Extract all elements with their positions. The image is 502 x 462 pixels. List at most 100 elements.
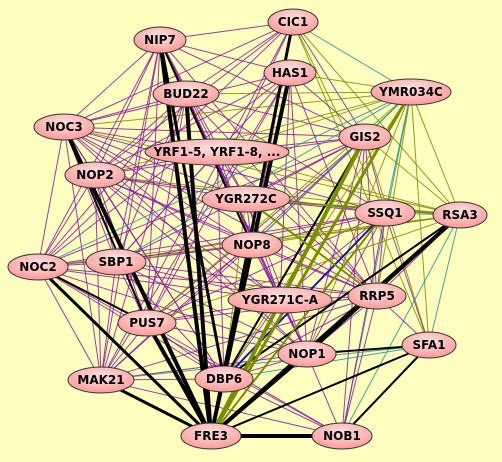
- node-nop8[interactable]: NOP8: [221, 231, 283, 259]
- node-ygr271ca[interactable]: YGR271C-A: [227, 286, 333, 314]
- node-ellipse[interactable]: [338, 123, 392, 151]
- edge-ymr034c-sfa1: [410, 91, 430, 346]
- edge-rsa3-pus7: [146, 214, 461, 324]
- node-ellipse[interactable]: [267, 8, 319, 36]
- node-label: SSQ1: [367, 206, 402, 220]
- node-ellipse[interactable]: [311, 422, 373, 450]
- edge-nip7-ygr272c: [159, 39, 247, 200]
- node-ymr034c[interactable]: YMR034C: [370, 78, 452, 106]
- node-cic1[interactable]: CIC1: [267, 8, 319, 36]
- edge-ymr034c-nop8: [251, 91, 412, 246]
- edge-noc2-mak21: [37, 266, 102, 381]
- edge-dbp6-rsa3: [223, 214, 461, 380]
- node-noc3[interactable]: NOC3: [33, 113, 95, 141]
- node-ellipse[interactable]: [347, 282, 407, 310]
- node-ellipse[interactable]: [221, 231, 283, 259]
- edge-has1-rrp5: [289, 72, 378, 297]
- node-ssq1[interactable]: SSQ1: [354, 199, 416, 227]
- edge-mak21-nob1: [100, 379, 343, 437]
- edge-rrp5-ygr272c: [245, 198, 378, 297]
- node-label: NOP2: [76, 168, 113, 182]
- edge-noc2-gis2: [37, 136, 366, 268]
- node-ellipse[interactable]: [227, 286, 333, 314]
- node-label: SBP1: [99, 255, 134, 269]
- node-ellipse[interactable]: [33, 113, 95, 141]
- node-rsa3[interactable]: RSA3: [432, 201, 488, 229]
- node-label: PUS7: [129, 316, 165, 330]
- node-label: YGR271C-A: [241, 293, 319, 307]
- node-sbp1[interactable]: SBP1: [85, 248, 147, 276]
- node-ellipse[interactable]: [85, 248, 147, 276]
- edge-mak21-gis2: [100, 136, 366, 381]
- node-label: HAS1: [272, 66, 308, 80]
- edge-sbp1-mak21: [100, 261, 117, 381]
- node-ellipse[interactable]: [67, 366, 135, 394]
- node-ellipse[interactable]: [194, 365, 254, 393]
- node-ellipse[interactable]: [401, 331, 457, 359]
- edge-nip7-noc2: [37, 39, 161, 268]
- edge-fre3-rsa3: [209, 213, 462, 438]
- edge-nip7-noc3: [63, 39, 161, 128]
- edge-nop2-mak21: [94, 174, 102, 381]
- node-ellipse[interactable]: [201, 185, 291, 213]
- node-has1[interactable]: HAS1: [263, 59, 317, 87]
- node-ellipse[interactable]: [277, 340, 337, 368]
- node-ellipse[interactable]: [133, 26, 187, 54]
- node-label: NIP7: [144, 33, 176, 47]
- edge-ymr034c-nop2: [94, 91, 412, 176]
- edge-noc2-fre3: [36, 265, 213, 438]
- node-sfa1[interactable]: SFA1: [401, 331, 457, 359]
- edge-ssq1-nob1: [341, 212, 386, 437]
- node-label: YRF1-5, YRF1-8, ...: [153, 145, 281, 159]
- node-label: GIS2: [349, 130, 380, 144]
- node-ellipse[interactable]: [64, 161, 126, 189]
- edge-yrf1-sbp1: [115, 151, 218, 263]
- edge-gis2-dbp6: [223, 136, 366, 380]
- node-ellipse[interactable]: [263, 59, 317, 87]
- node-ellipse[interactable]: [152, 80, 220, 108]
- edge-gis2-sfa1: [364, 136, 430, 346]
- edge-rsa3-nob1: [341, 214, 461, 437]
- node-ellipse[interactable]: [180, 422, 242, 450]
- edge-nop1-nob1: [306, 353, 343, 437]
- node-ellipse[interactable]: [370, 78, 452, 106]
- node-label: CIC1: [278, 15, 308, 29]
- edge-rsa3-sbp1: [115, 214, 461, 263]
- edge-rsa3-sfa1: [428, 214, 461, 346]
- node-pus7[interactable]: PUS7: [117, 309, 177, 337]
- node-noc2[interactable]: NOC2: [7, 253, 69, 281]
- node-mak21[interactable]: MAK21: [67, 366, 135, 394]
- node-ellipse[interactable]: [117, 309, 177, 337]
- edge-cic1-noc3: [63, 21, 294, 128]
- node-bud22[interactable]: BUD22: [152, 80, 220, 108]
- node-rrp5[interactable]: RRP5: [347, 282, 407, 310]
- edge-nip7-nop2: [94, 39, 161, 176]
- node-label: BUD22: [163, 87, 209, 101]
- node-nob1[interactable]: NOB1: [311, 422, 373, 450]
- node-ellipse[interactable]: [432, 201, 488, 229]
- node-nop2[interactable]: NOP2: [64, 161, 126, 189]
- node-ellipse[interactable]: [144, 138, 290, 166]
- node-dbp6[interactable]: DBP6: [194, 365, 254, 393]
- edge-gis2-rsa3: [364, 136, 461, 216]
- node-ygr272c[interactable]: YGR272C: [201, 185, 291, 213]
- edge-ssq1-rrp5: [376, 212, 386, 297]
- node-label: NOP8: [233, 238, 270, 252]
- edge-ymr034c-noc2: [37, 91, 412, 268]
- node-nip7[interactable]: NIP7: [133, 26, 187, 54]
- node-ellipse[interactable]: [354, 199, 416, 227]
- node-label: RRP5: [359, 289, 395, 303]
- node-gis2[interactable]: GIS2: [338, 123, 392, 151]
- node-nop1[interactable]: NOP1: [277, 340, 337, 368]
- edge-mak21-sfa1: [100, 344, 430, 381]
- node-fre3[interactable]: FRE3: [180, 422, 242, 450]
- node-ellipse[interactable]: [7, 253, 69, 281]
- edge-pus7-fre3: [145, 322, 213, 437]
- node-yrf1[interactable]: YRF1-5, YRF1-8, ...: [144, 138, 290, 166]
- node-label: YGR272C: [214, 192, 277, 206]
- edge-ymr034c-rrp5: [376, 91, 412, 297]
- edge-yrf1-rrp5: [216, 151, 378, 297]
- node-label: DBP6: [206, 372, 242, 386]
